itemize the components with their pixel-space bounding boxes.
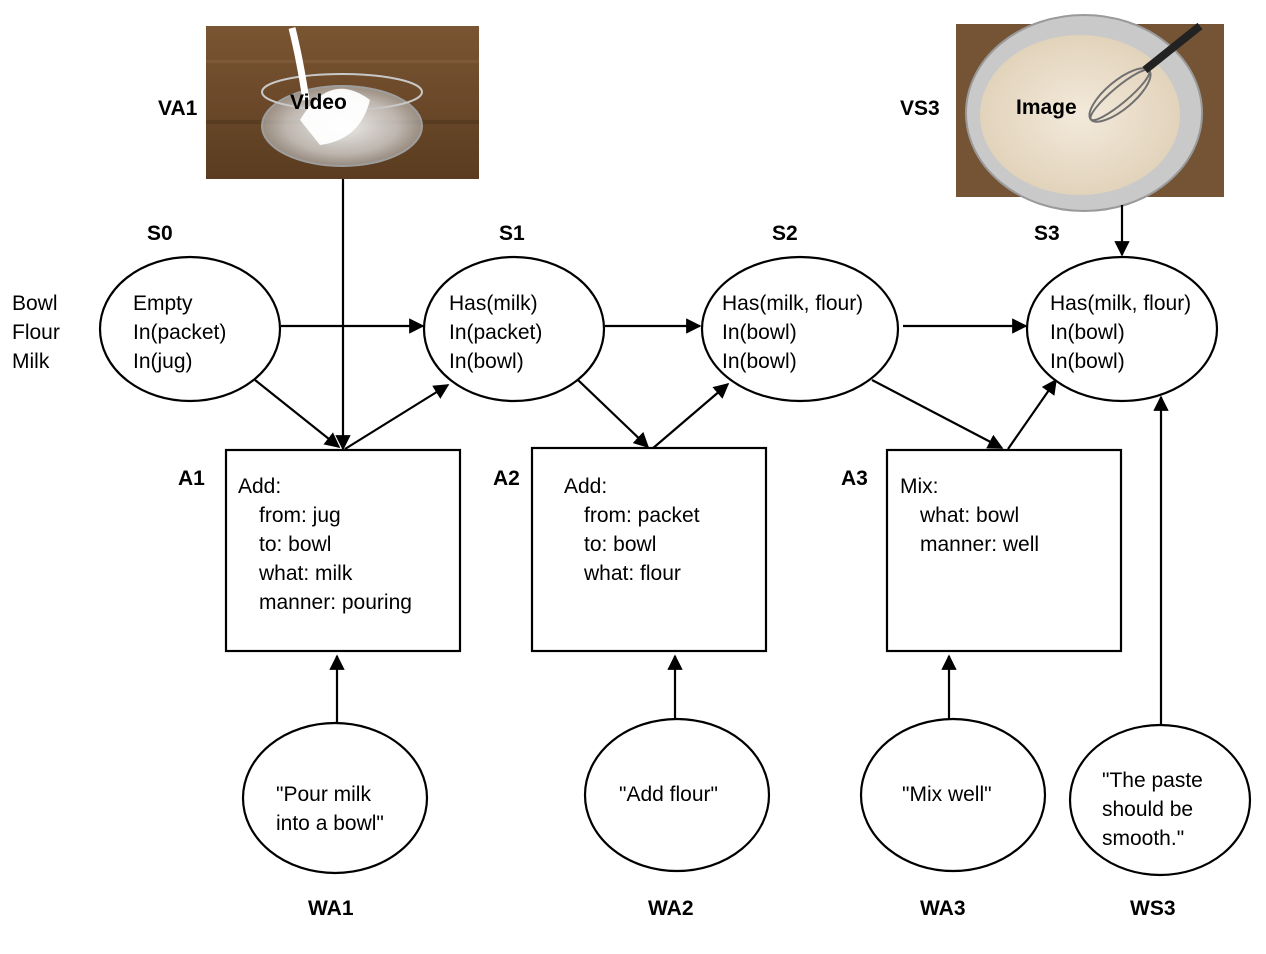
word-wa2: "Add flour" WA2	[583, 717, 771, 920]
action-line: Add:	[564, 475, 607, 498]
state-id-s0: S0	[147, 222, 173, 245]
action-a1: A1 Add: from: jug to: bowl what: milk ma…	[178, 448, 462, 653]
state-line: Empty	[133, 292, 193, 315]
objects-list: Bowl Flour Milk	[12, 292, 60, 373]
word-id-wa2: WA2	[648, 897, 694, 920]
state-line: Has(milk)	[449, 292, 538, 315]
action-line: manner: well	[920, 533, 1039, 556]
word-line: "Add flour"	[619, 783, 718, 806]
state-line: In(bowl)	[722, 350, 797, 373]
action-line: to: bowl	[584, 533, 656, 556]
state-line: Has(milk, flour)	[1050, 292, 1191, 315]
va1-label: VA1	[158, 97, 198, 120]
word-wa3: "Mix well" WA3	[859, 717, 1047, 920]
state-s2: S2 Has(milk, flour) In(bowl) In(bowl)	[700, 222, 900, 403]
state-id-s3: S3	[1034, 222, 1060, 245]
image-vs3	[956, 14, 1224, 212]
edge-a1-s1	[344, 384, 450, 450]
edge-a3-s3	[1007, 378, 1057, 450]
state-s1: S1 Has(milk) In(packet) In(bowl)	[422, 222, 606, 403]
edges	[254, 179, 1169, 725]
word-wa1: "Pour milk into a bowl" WA1	[241, 721, 429, 920]
word-line: should be	[1102, 798, 1193, 821]
action-line: Add:	[238, 475, 281, 498]
word-id-wa1: WA1	[308, 897, 354, 920]
edge-a2-s2	[651, 382, 730, 450]
vs3-caption: Image	[1016, 96, 1077, 119]
state-line: In(bowl)	[1050, 321, 1125, 344]
state-line: Has(milk, flour)	[722, 292, 863, 315]
state-line: In(bowl)	[1050, 350, 1125, 373]
state-line: In(bowl)	[449, 350, 524, 373]
va1-caption: Video	[290, 91, 347, 114]
word-line: "The paste	[1102, 769, 1203, 792]
object-bowl: Bowl	[12, 292, 58, 315]
word-id-wa3: WA3	[920, 897, 966, 920]
object-flour: Flour	[12, 321, 60, 344]
edge-s1-a2	[577, 379, 650, 449]
vs3-label: VS3	[900, 97, 940, 120]
word-id-ws3: WS3	[1130, 897, 1176, 920]
action-id-a1: A1	[178, 467, 205, 490]
state-line: In(packet)	[133, 321, 226, 344]
state-line: In(jug)	[133, 350, 193, 373]
edge-s0-a1	[254, 379, 341, 448]
state-line: In(bowl)	[722, 321, 797, 344]
state-id-s1: S1	[499, 222, 525, 245]
action-line: what: milk	[258, 562, 353, 585]
action-line: manner: pouring	[259, 591, 412, 614]
action-line: from: jug	[259, 504, 341, 527]
word-line: into a bowl"	[276, 812, 384, 835]
action-id-a3: A3	[841, 467, 868, 490]
state-s0: S0 Empty In(packet) In(jug)	[98, 222, 282, 403]
action-line: to: bowl	[259, 533, 331, 556]
word-line: "Pour milk	[276, 783, 371, 806]
state-s3: S3 Has(milk, flour) In(bowl) In(bowl)	[1025, 222, 1219, 403]
action-a2: A2 Add: from: packet to: bowl what: flou…	[493, 446, 768, 653]
word-ws3: "The paste should be smooth." WS3	[1068, 723, 1252, 920]
action-line: Mix:	[900, 475, 939, 498]
edge-s2-a3	[871, 379, 1004, 449]
state-id-s2: S2	[772, 222, 798, 245]
action-line: what: flour	[583, 562, 681, 585]
state-line: In(packet)	[449, 321, 542, 344]
video-frame-va1	[206, 26, 479, 179]
word-line: "Mix well"	[902, 783, 992, 806]
word-line: smooth."	[1102, 827, 1184, 850]
action-id-a2: A2	[493, 467, 520, 490]
action-line: from: packet	[584, 504, 700, 527]
object-milk: Milk	[12, 350, 50, 373]
action-a3: A3 Mix: what: bowl manner: well	[841, 448, 1123, 653]
action-line: what: bowl	[919, 504, 1019, 527]
